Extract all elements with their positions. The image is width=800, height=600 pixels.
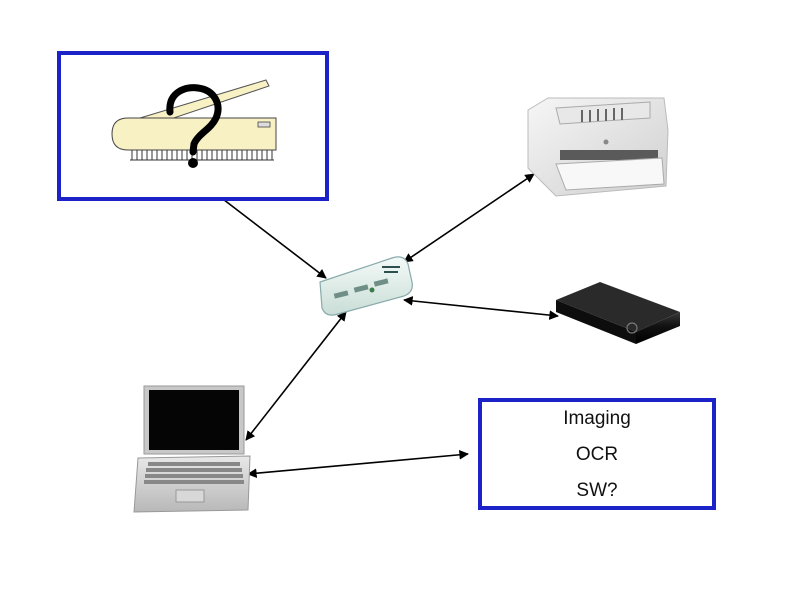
external-hard-drive-icon (556, 282, 680, 344)
software-box-line-imaging: Imaging (563, 408, 631, 429)
arrow-laptop-hub (245, 311, 347, 441)
arrow-drive-hub (403, 296, 559, 320)
scanner-node[interactable] (57, 51, 329, 201)
laptop-node[interactable] (133, 385, 251, 513)
printer-node[interactable] (527, 97, 669, 197)
laser-printer-icon (527, 97, 669, 197)
usb-hub-node[interactable] (319, 256, 413, 316)
book-scanner-question-icon (111, 79, 277, 168)
laptop-icon (133, 385, 251, 513)
arrow-laptop-software (247, 450, 469, 478)
software-box-line-ocr: OCR (575, 444, 619, 465)
question-mark-icon (166, 84, 222, 156)
connector-arrows (171, 159, 559, 478)
usb-hub-icon (319, 256, 413, 316)
software-box-frame (478, 398, 716, 510)
external-drive-node[interactable] (556, 282, 680, 344)
software-box-line-sw: SW? (576, 480, 618, 501)
arrow-printer-hub (403, 173, 535, 263)
